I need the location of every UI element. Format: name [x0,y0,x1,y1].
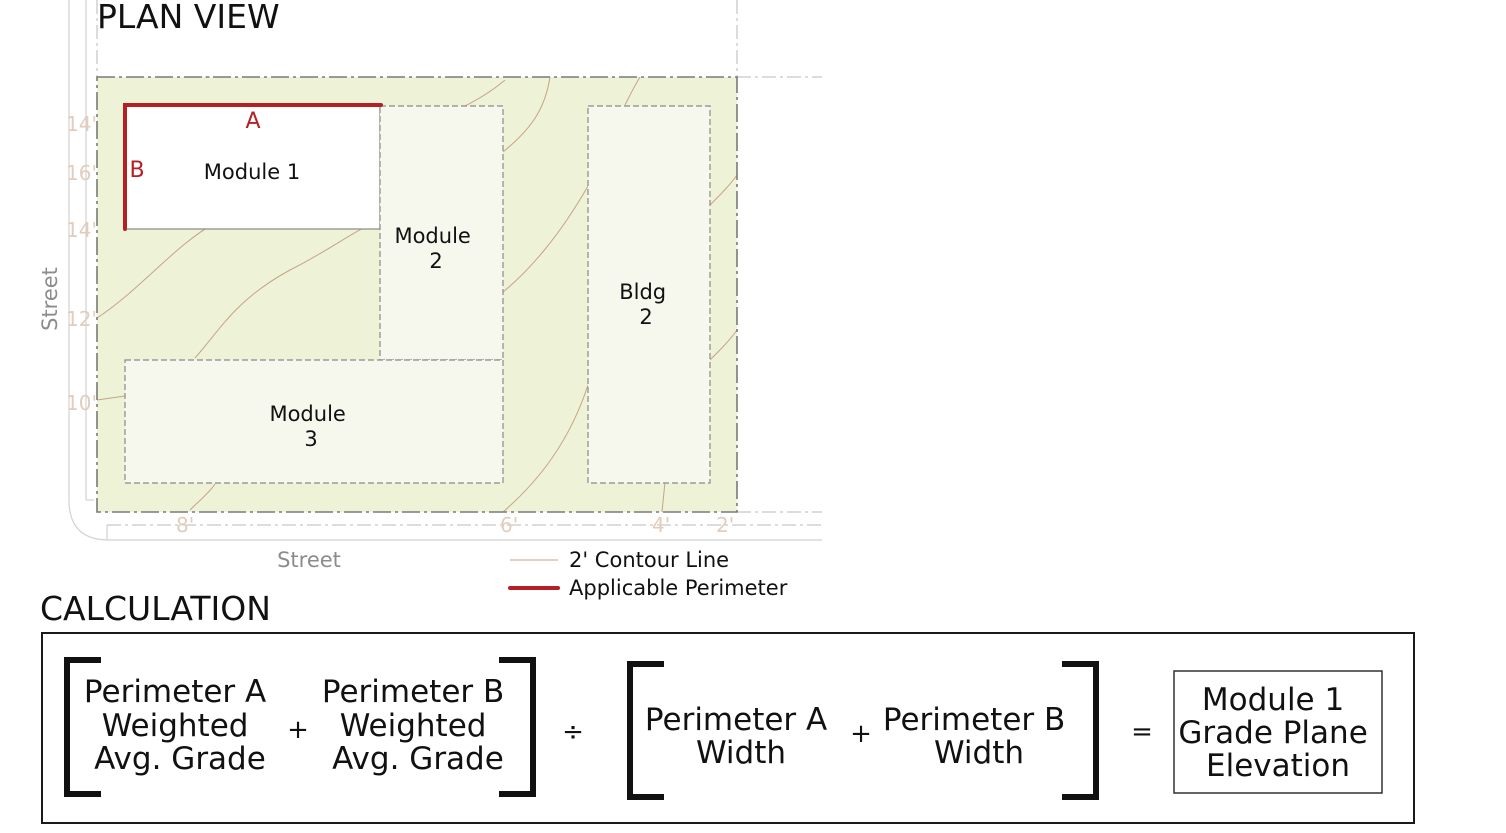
divide-operator: ÷ [562,717,584,747]
left-bracket-1 [64,657,101,797]
contour-labels-left: 14' 16' 14' 12' 10' [66,112,97,415]
module-2-label: Module 2 [394,224,477,273]
calculation-title: CALCULATION [40,589,271,628]
street-label-left: Street [38,267,62,331]
plan-view-title: PLAN VIEW [97,0,280,36]
legend-perimeter-label: Applicable Perimeter [569,576,788,600]
legend-contour-label: 2' Contour Line [569,548,729,572]
contour-label: 6' [500,513,518,537]
contour-labels-bottom: 8' 6' 4' 2' [176,513,734,537]
contour-label: 2' [716,513,734,537]
equals-operator: = [1131,717,1153,747]
street-label-bottom: Street [277,548,341,572]
plus-operator-2: + [850,719,872,749]
right-bracket-1 [499,657,536,797]
term-perimeter-b-weighted: Perimeter B Weighted Avg. Grade [322,674,514,777]
property-extension-lines [96,0,822,526]
module-2-footprint [379,105,504,361]
term-perimeter-b-width: Perimeter B Width [883,702,1075,771]
contour-label: 14' [66,218,97,242]
result-box [1173,670,1383,794]
formula-brackets [64,657,1099,800]
contour-label: 12' [66,307,97,331]
contour-label: 10' [66,391,97,415]
right-bracket-2 [1062,661,1099,800]
plus-operator-1: + [287,715,309,745]
result-module-1-grade-plane: Module 1 Grade Plane Elevation [1178,682,1377,784]
applicable-perimeter [123,103,383,231]
contour-label: 8' [176,513,194,537]
term-perimeter-a-width: Perimeter A Width [645,702,837,771]
perimeter-b-label: B [129,158,144,183]
contour-label: 4' [652,513,670,537]
module-1-footprint [124,105,381,230]
bldg-2-footprint [587,105,711,484]
bldg-2-label: Bldg 2 [619,280,673,329]
contour-label: 14' [66,112,97,136]
contour-label: 16' [66,161,97,185]
left-bracket-2 [627,661,664,800]
site-boundary [96,76,738,513]
module-3-footprint [124,359,504,484]
module-3-label: Module 3 [269,402,352,451]
module-1-label: Module 1 [204,160,300,184]
legend: 2' Contour Line Applicable Perimeter [508,548,788,600]
term-perimeter-a-weighted: Perimeter A Weighted Avg. Grade [84,674,276,777]
street-curb-lines [68,0,822,541]
perimeter-a-label: A [245,109,260,134]
